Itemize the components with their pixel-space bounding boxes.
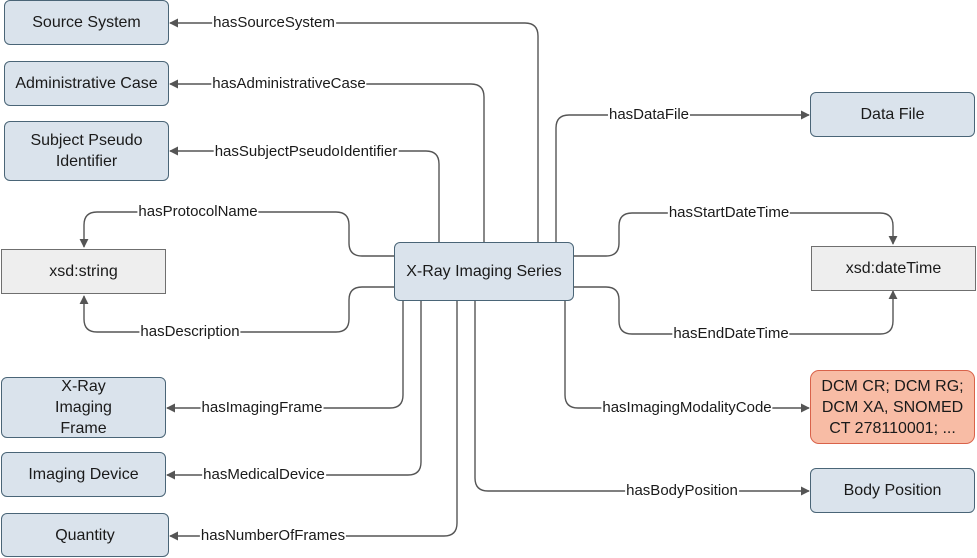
edge-has-end-date-time	[574, 286, 898, 335]
node-xsd-datetime: xsd:dateTime	[811, 246, 976, 291]
node-label: Quantity	[55, 526, 115, 544]
node-data-file: Data File	[810, 92, 975, 137]
node-administrative-case: Administrative Case	[4, 61, 169, 106]
edge-label-has-imaging-modality-code: hasImagingModalityCode	[601, 399, 773, 416]
edge-label-has-number-of-frames: hasNumberOfFrames	[199, 527, 347, 544]
edge-has-source-system	[169, 18, 539, 242]
edge-has-medical-device	[166, 301, 422, 480]
node-label: xsd:dateTime	[845, 260, 942, 277]
edge-has-data-file	[555, 110, 810, 242]
node-source-system: Source System	[4, 0, 169, 45]
node-label: Imaging Device	[28, 466, 139, 483]
node-label: Body Position	[843, 482, 942, 499]
edge-has-subject-pseudo-identifier	[169, 146, 440, 242]
edge-label-has-imaging-frame: hasImagingFrame	[200, 399, 324, 416]
node-label: Subject Pseudo Identifier	[30, 132, 143, 170]
edge-has-description	[79, 286, 394, 333]
node-label: DCM CR; DCM RG; DCM XA, SNOMED CT 278110…	[821, 377, 964, 437]
node-label: X-Ray Imaging Frame	[55, 378, 112, 437]
edge-label-has-protocol-name: hasProtocolName	[137, 203, 259, 220]
edge-has-body-position	[474, 301, 810, 496]
node-label: Administrative Case	[15, 75, 158, 92]
edge-has-start-date-time	[574, 212, 898, 257]
node-modality-codes: DCM CR; DCM RG; DCM XA, SNOMED CT 278110…	[810, 370, 975, 444]
edge-has-number-of-frames	[169, 301, 458, 541]
edge-has-administrative-case	[169, 79, 485, 242]
edge-label-has-medical-device: hasMedicalDevice	[202, 466, 326, 483]
edge-label-has-body-position: hasBodyPosition	[625, 482, 739, 499]
edge-label-has-administrative-case: hasAdministrativeCase	[211, 75, 367, 92]
node-subject-pseudo-identifier: Subject Pseudo Identifier	[4, 121, 169, 181]
node-imaging-device: Imaging Device	[1, 452, 166, 497]
edge-label-has-data-file: hasDataFile	[607, 106, 691, 123]
node-xray-imaging-frame: X-Ray Imaging Frame	[1, 377, 166, 438]
node-xsd-string: xsd:string	[1, 249, 166, 294]
node-body-position: Body Position	[810, 468, 975, 513]
edge-label-has-source-system: hasSourceSystem	[212, 14, 336, 31]
edge-label-has-subject-pseudo-identifier: hasSubjectPseudoIdentifier	[213, 143, 399, 160]
node-label: Source System	[32, 14, 141, 31]
edge-has-imaging-frame	[166, 301, 404, 413]
edge-label-has-end-date-time: hasEndDateTime	[672, 325, 790, 342]
node-label: xsd:string	[49, 263, 118, 280]
edge-label-has-start-date-time: hasStartDateTime	[667, 204, 791, 221]
edge-has-imaging-modality-code	[564, 301, 810, 413]
node-label: Data File	[860, 106, 925, 123]
edge-has-protocol-name	[79, 211, 394, 257]
edge-label-has-description: hasDescription	[139, 323, 241, 340]
node-label: X-Ray Imaging Series	[406, 263, 562, 280]
node-quantity: Quantity	[1, 513, 169, 557]
node-xray-imaging-series: X-Ray Imaging Series	[394, 242, 574, 301]
